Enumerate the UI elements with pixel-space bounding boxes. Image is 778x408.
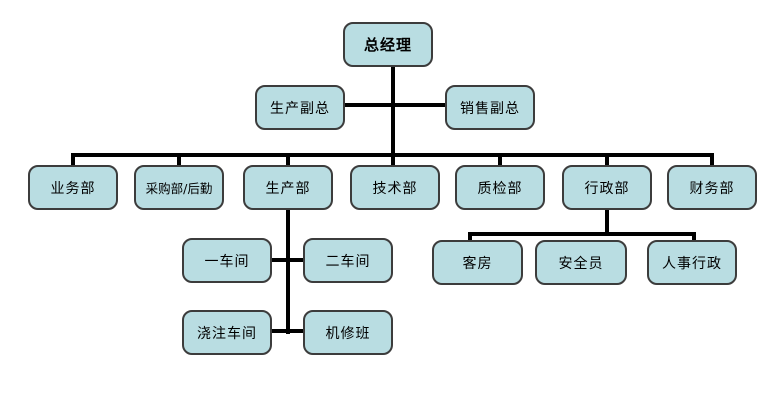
node-technology-dept-label: 技术部 xyxy=(372,180,418,197)
connector-stub-prod xyxy=(286,156,290,165)
node-production-dept[interactable]: 生产部 xyxy=(243,165,333,210)
node-business-dept-label: 业务部 xyxy=(50,180,96,197)
connector-stub-finance xyxy=(710,156,714,165)
node-safety-officer[interactable]: 安全员 xyxy=(535,240,627,285)
node-hr-admin[interactable]: 人事行政 xyxy=(647,240,737,285)
node-workshop-2[interactable]: 二车间 xyxy=(303,238,393,283)
node-general-manager-label: 总经理 xyxy=(363,36,412,54)
node-production-dept-label: 生产部 xyxy=(265,180,311,197)
node-hr-admin-label: 人事行政 xyxy=(662,255,722,272)
node-production-vp-label: 生产副总 xyxy=(270,100,330,117)
node-guest-rooms[interactable]: 客房 xyxy=(432,240,523,285)
node-finance-dept[interactable]: 财务部 xyxy=(667,165,757,210)
node-purchasing-logistics-dept-label: 采购部/后勤 xyxy=(145,181,213,196)
node-casting-workshop-label: 浇注车间 xyxy=(197,325,257,342)
node-machine-repair-team[interactable]: 机修班 xyxy=(303,310,393,355)
connector-level3-bar xyxy=(71,153,714,157)
connector-casting-horizontal xyxy=(272,329,303,333)
connector-stub-qc xyxy=(498,156,502,165)
connector-vp-horizontal xyxy=(345,103,445,107)
node-finance-dept-label: 财务部 xyxy=(689,180,735,197)
connector-root-vertical xyxy=(391,66,395,165)
connector-prod-vertical xyxy=(286,210,290,334)
node-admin-dept[interactable]: 行政部 xyxy=(562,165,652,210)
node-guest-rooms-label: 客房 xyxy=(462,255,493,272)
connector-admin-vertical xyxy=(605,210,609,236)
node-business-dept[interactable]: 业务部 xyxy=(28,165,118,210)
connector-stub-purchase xyxy=(177,156,181,165)
node-purchasing-logistics-dept[interactable]: 采购部/后勤 xyxy=(134,165,224,210)
connector-stub-rooms xyxy=(468,232,472,241)
node-machine-repair-team-label: 机修班 xyxy=(325,325,371,342)
node-general-manager[interactable]: 总经理 xyxy=(343,22,433,67)
node-workshop-1-label: 一车间 xyxy=(204,253,250,270)
connector-stub-admin xyxy=(605,156,609,165)
node-sales-vp-label: 销售副总 xyxy=(460,100,520,117)
connector-workshop-horizontal xyxy=(272,258,303,262)
node-sales-vp[interactable]: 销售副总 xyxy=(445,85,535,130)
node-workshop-1[interactable]: 一车间 xyxy=(182,238,272,283)
node-workshop-2-label: 二车间 xyxy=(325,253,371,270)
node-quality-dept[interactable]: 质检部 xyxy=(455,165,545,210)
connector-stub-biz xyxy=(71,156,75,165)
connector-stub-hr xyxy=(692,232,696,241)
node-quality-dept-label: 质检部 xyxy=(477,180,523,197)
node-production-vp[interactable]: 生产副总 xyxy=(255,85,345,130)
node-casting-workshop[interactable]: 浇注车间 xyxy=(182,310,272,355)
node-admin-dept-label: 行政部 xyxy=(584,180,630,197)
node-safety-officer-label: 安全员 xyxy=(558,255,604,272)
connector-admin-bar xyxy=(468,232,696,236)
node-technology-dept[interactable]: 技术部 xyxy=(350,165,440,210)
